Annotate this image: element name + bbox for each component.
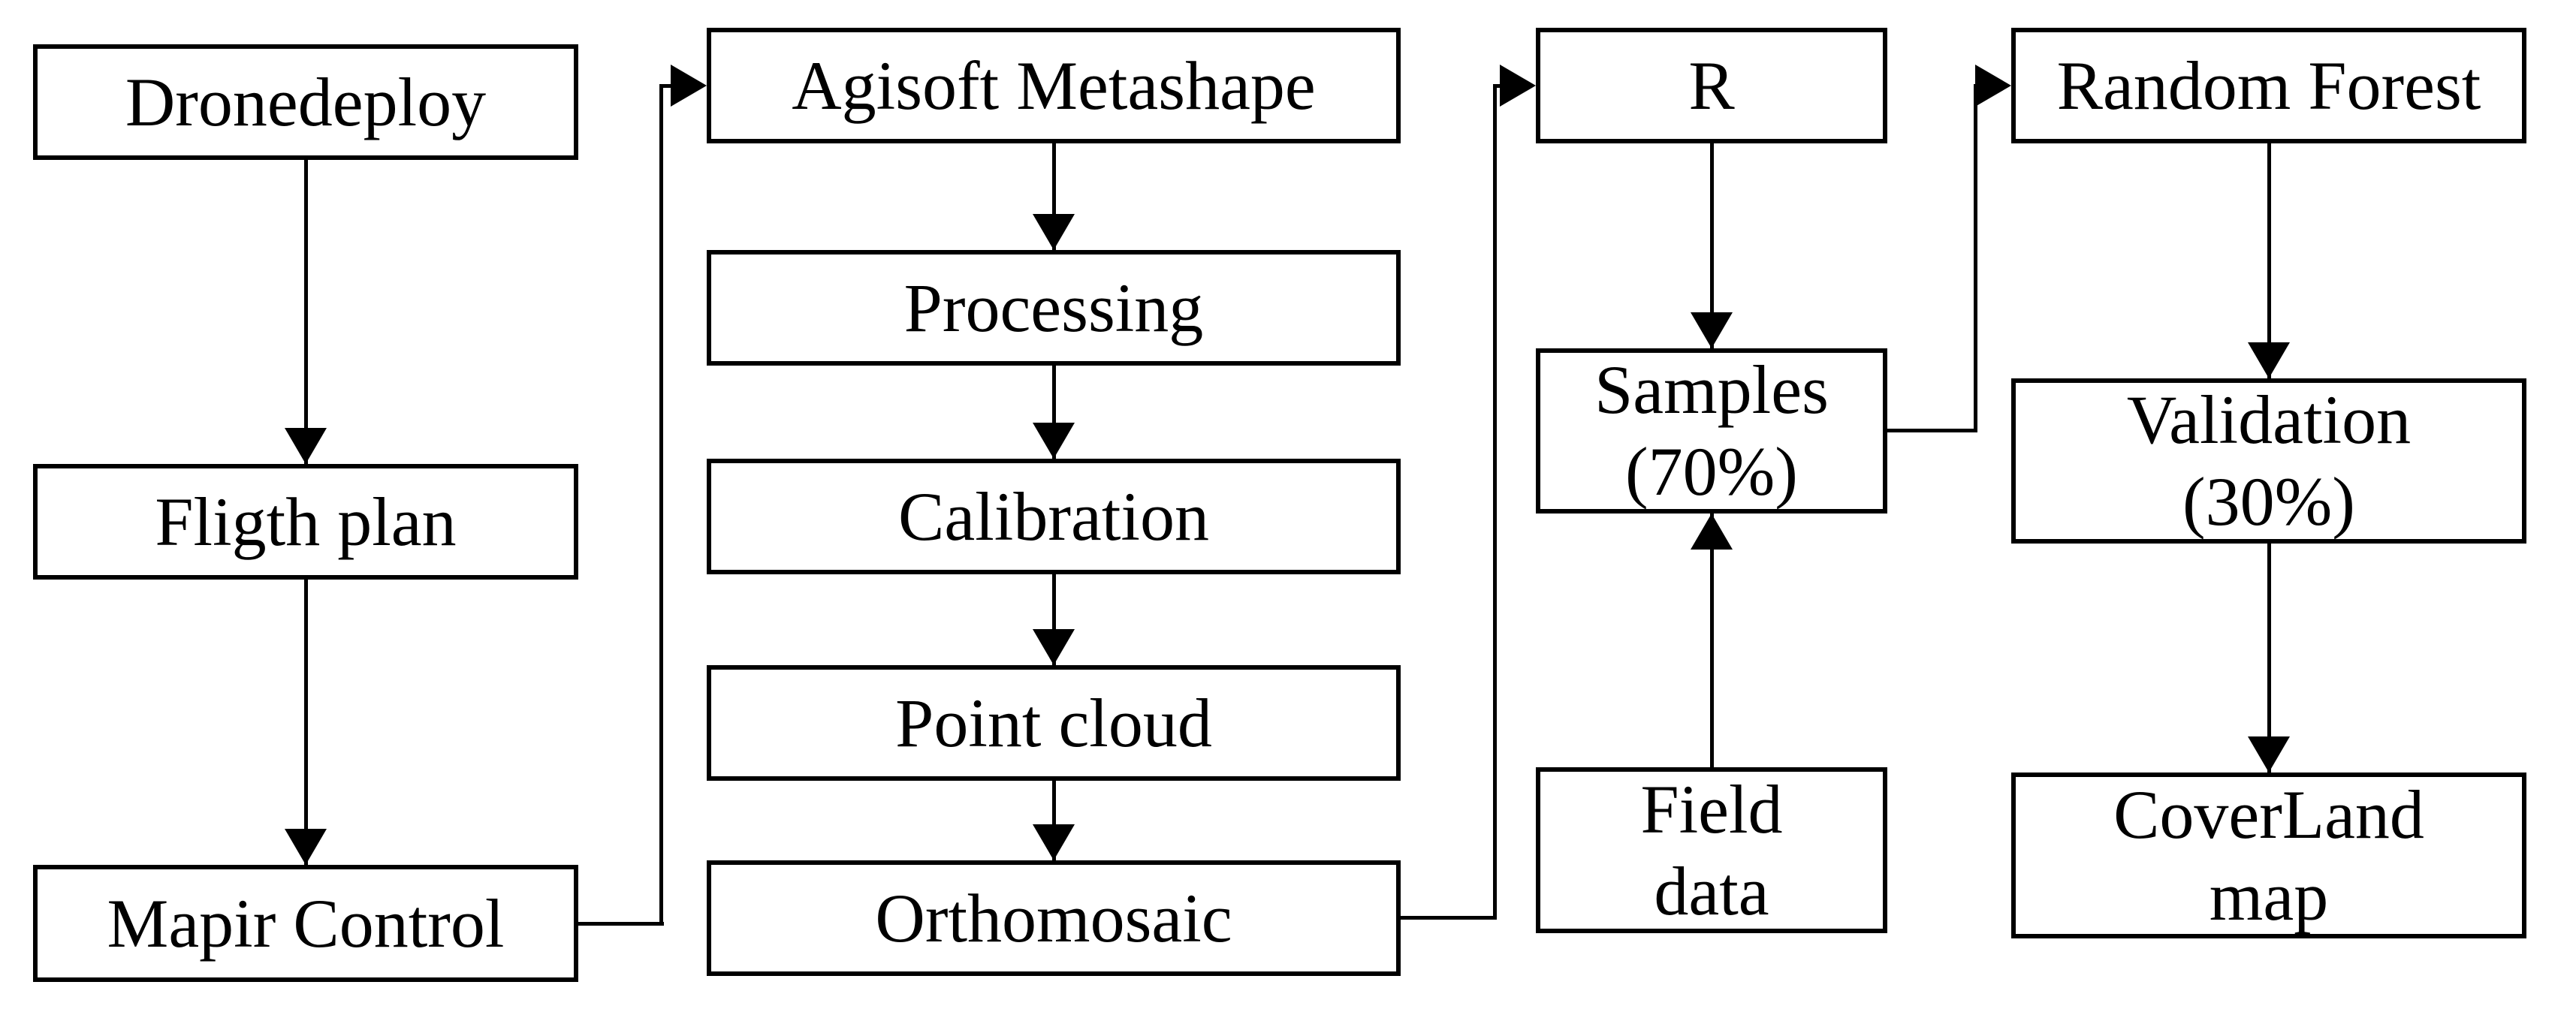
edge-pointcloud-to-orthomosaic-line: [1052, 781, 1056, 860]
edge-agisoft-to-processing-line: [1052, 143, 1056, 250]
edge-dronedeploy-to-flightplan-line: [304, 160, 308, 464]
edge-r-to-samples-line: [1710, 143, 1714, 348]
flow-node-processing: Processing: [707, 250, 1401, 366]
edge-processing-to-calibration-line: [1052, 366, 1056, 459]
edge-randomforest-to-validation-line: [2267, 143, 2271, 378]
edge-orthomosaic-to-r-vertical: [1493, 84, 1497, 920]
edge-mapircontrol-to-agisoft-vertical: [659, 84, 663, 926]
edge-samples-to-randomforest-vertical: [1974, 84, 1977, 432]
arrowhead-down-icon: [1033, 824, 1075, 860]
flow-node-coverland-map: CoverLand map: [2011, 773, 2526, 938]
arrowhead-down-icon: [2248, 342, 2290, 378]
arrowhead-down-icon: [285, 428, 327, 464]
flow-node-point-cloud: Point cloud: [707, 665, 1401, 781]
arrowhead-down-icon: [1691, 312, 1733, 348]
arrowhead-down-icon: [2248, 736, 2290, 773]
edge-mapircontrol-to-agisoft-entry: [659, 84, 677, 88]
flow-node-calibration: Calibration: [707, 459, 1401, 574]
arrowhead-right-icon: [1975, 65, 2011, 107]
flow-node-orthomosaic: Orthomosaic: [707, 860, 1401, 976]
edge-samples-to-randomforest-horizontal: [1887, 429, 1977, 432]
arrowhead-right-icon: [1500, 65, 1536, 107]
edge-flightplan-to-mapircontrol-line: [304, 580, 308, 865]
arrowhead-down-icon: [1033, 423, 1075, 459]
edge-orthomosaic-to-r-horizontal: [1401, 916, 1497, 920]
flow-node-mapir-control: Mapir Control: [33, 865, 578, 982]
flow-node-agisoft-metashape: Agisoft Metashape: [707, 28, 1401, 143]
flow-node-validation-30: Validation (30%): [2011, 378, 2526, 544]
flow-node-field-data: Field data: [1536, 767, 1887, 933]
edge-fielddata-to-samples-line: [1710, 514, 1714, 767]
flow-node-r: R: [1536, 28, 1887, 143]
flow-node-samples-70: Samples (70%): [1536, 348, 1887, 514]
arrowhead-down-icon: [1033, 214, 1075, 250]
arrowhead-right-icon: [671, 65, 707, 107]
edge-validation-to-coverlandmap-line: [2267, 544, 2271, 773]
arrowhead-up-icon: [1691, 514, 1733, 550]
flow-node-random-forest: Random Forest: [2011, 28, 2526, 143]
flow-node-flight-plan: Fligth plan: [33, 464, 578, 580]
flow-node-dronedeploy: Dronedeploy: [33, 44, 578, 160]
arrowhead-down-icon: [1033, 629, 1075, 665]
arrowhead-down-icon: [285, 829, 327, 865]
edge-calibration-to-pointcloud-line: [1052, 574, 1056, 665]
edge-mapircontrol-to-agisoft-horizontal: [578, 922, 664, 926]
